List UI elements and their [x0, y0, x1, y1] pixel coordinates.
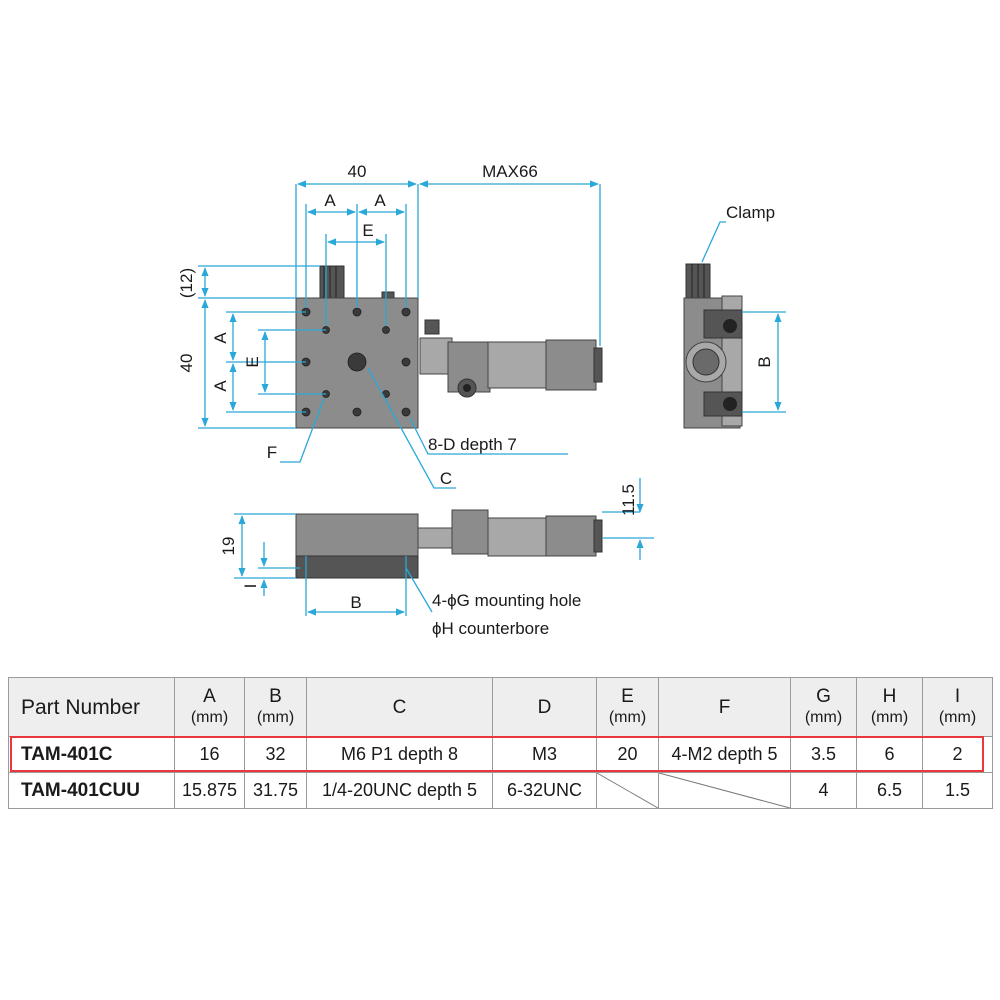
cell-h: 6: [856, 736, 923, 773]
table-row: TAM-401CUU 15.875 31.75 1/4-20UNC depth …: [8, 772, 993, 809]
cell-d: M3: [492, 736, 597, 773]
header-d: D: [492, 677, 597, 737]
header-part-number: Part Number: [8, 677, 175, 737]
cell-h: 6.5: [856, 772, 923, 809]
front-view: [234, 478, 654, 616]
header-b: B(mm): [244, 677, 307, 737]
cell-part: TAM-401C: [8, 736, 175, 773]
dim-12-label: (12): [177, 268, 196, 298]
cell-e: 20: [596, 736, 659, 773]
cell-f-empty: [658, 772, 791, 809]
spec-table: Part Number A(mm) B(mm) C D E(mm) F G(mm…: [8, 677, 993, 809]
cell-a: 16: [174, 736, 245, 773]
dim-b-right-label: B: [755, 356, 774, 367]
diagonal-line-icon: [659, 773, 790, 808]
label-c: C: [440, 469, 452, 488]
header-i: I(mm): [922, 677, 993, 737]
dim-i-label: I: [241, 584, 260, 589]
dim-width-label: 40: [348, 162, 367, 181]
label-mount-1: 4-ϕG mounting hole: [432, 591, 581, 610]
label-f: F: [267, 443, 277, 462]
header-h: H(mm): [856, 677, 923, 737]
technical-drawing: 40 MAX66 A A E (12) 40 A A E F 8-D depth…: [177, 162, 786, 638]
cell-b: 32: [244, 736, 307, 773]
dim-e-side-label: E: [243, 356, 262, 367]
cell-c: 1/4-20UNC depth 5: [306, 772, 493, 809]
cell-e-empty: [596, 772, 659, 809]
cell-b: 31.75: [244, 772, 307, 809]
dim-a-side-top-label: A: [211, 332, 230, 344]
header-g: G(mm): [790, 677, 857, 737]
side-view: [683, 221, 786, 429]
header-e: E(mm): [596, 677, 659, 737]
cell-i: 2: [922, 736, 993, 773]
dim-b-bottom-label: B: [350, 593, 361, 612]
dim-e-top-label: E: [362, 221, 373, 240]
cell-g: 4: [790, 772, 857, 809]
dim-19-label: 19: [219, 537, 238, 556]
header-c: C: [306, 677, 493, 737]
dim-40-side-label: 40: [177, 354, 196, 373]
dim-11-5-label: 11.5: [619, 484, 638, 516]
header-a: A(mm): [174, 677, 245, 737]
table-row: TAM-401C 16 32 M6 P1 depth 8 M3 20 4-M2 …: [8, 736, 993, 773]
top-view: [198, 180, 603, 489]
header-f: F: [658, 677, 791, 737]
cell-f: 4-M2 depth 5: [658, 736, 791, 773]
cell-g: 3.5: [790, 736, 857, 773]
dim-a-side-bottom-label: A: [211, 380, 230, 392]
dim-max-label: MAX66: [482, 162, 538, 181]
cell-d: 6-32UNC: [492, 772, 597, 809]
label-clamp: Clamp: [726, 203, 775, 222]
cell-part: TAM-401CUU: [8, 772, 175, 809]
label-mount-2: ϕH counterbore: [432, 619, 549, 638]
diagonal-line-icon: [597, 773, 658, 808]
cell-i: 1.5: [922, 772, 993, 809]
cell-a: 15.875: [174, 772, 245, 809]
table-header-row: Part Number A(mm) B(mm) C D E(mm) F G(mm…: [8, 677, 993, 737]
dim-a-right-label: A: [374, 191, 386, 210]
dim-a-left-label: A: [324, 191, 336, 210]
label-holes: 8-D depth 7: [428, 435, 517, 454]
cell-c: M6 P1 depth 8: [306, 736, 493, 773]
